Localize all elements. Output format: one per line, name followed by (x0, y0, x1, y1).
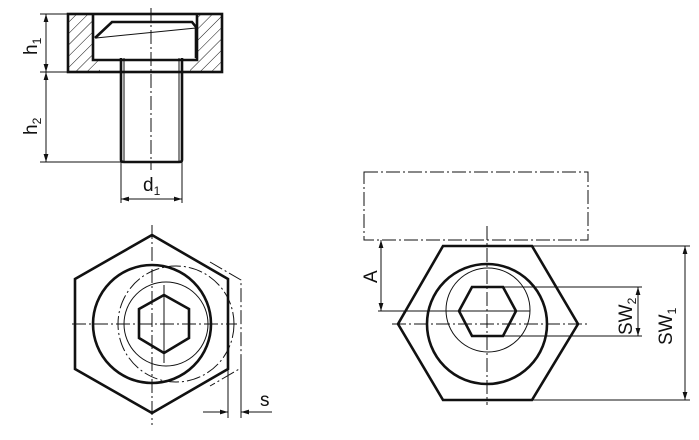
section-view: h1 h2 d1 (21, 8, 224, 203)
h1-label: h1 (21, 37, 44, 55)
head-line (95, 27, 197, 39)
clearance-view: A SW2 SW1 (361, 171, 690, 405)
offset-hex-outline (209, 261, 242, 387)
h2-label: h2 (21, 117, 44, 135)
A-label: A (361, 270, 382, 283)
offset-top-view: s (72, 225, 272, 425)
SW1-label: SW1 (656, 307, 679, 345)
SW2-label: SW2 (616, 297, 639, 335)
s-label: s (260, 390, 270, 411)
hex-nut (396, 244, 580, 402)
hatched-wall-left (68, 14, 100, 72)
inner-circle (445, 267, 531, 353)
screw-head (94, 20, 198, 58)
d1-label: d1 (143, 175, 161, 198)
phantom-part (363, 171, 589, 241)
